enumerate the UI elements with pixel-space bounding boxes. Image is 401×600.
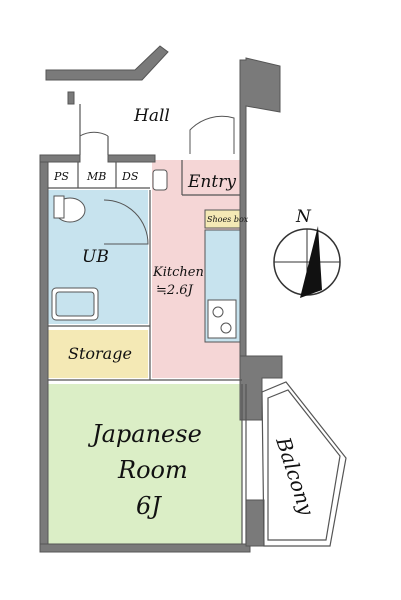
shaft-ps-label: PS	[53, 170, 69, 183]
balcony-rail	[267, 389, 341, 541]
ub-label: UB	[82, 247, 109, 267]
hall-top-wall	[45, 45, 169, 81]
japanese-room-floor	[48, 384, 242, 544]
compass-needle-icon	[300, 226, 322, 298]
hall-label: Hall	[133, 106, 170, 126]
column-left	[67, 91, 75, 105]
burner-1	[212, 306, 224, 318]
bath-door-swing	[103, 199, 149, 245]
hall-door-swing	[79, 131, 109, 137]
japanese-room-line3: 6J	[136, 492, 162, 520]
bathtub-inner	[55, 291, 95, 317]
entry-label: Entry	[187, 172, 236, 192]
stove	[207, 299, 237, 339]
shaft-mb-label: MB	[86, 170, 106, 183]
shoes-box-label: Shoes box	[207, 215, 249, 224]
entry-door-swing	[189, 115, 235, 154]
east-wall-upper	[239, 57, 281, 357]
balcony-label: Balcony	[271, 433, 319, 519]
burner-2	[220, 322, 232, 334]
toilet-tank	[53, 195, 65, 219]
kitchen-label: Kitchen	[152, 265, 204, 280]
japanese-room-line1: Japanese	[87, 420, 202, 448]
storage-floor	[48, 330, 148, 378]
bottom-wall	[39, 543, 251, 553]
top-wall	[39, 154, 81, 163]
east-wall-lower-block	[239, 355, 283, 421]
storage-label: Storage	[68, 344, 132, 363]
shaft-ds-label: DS	[121, 170, 139, 183]
compass-north-label: N	[295, 207, 312, 227]
west-wall	[39, 154, 49, 551]
top-wall-mid	[107, 154, 156, 163]
balcony-rail-post	[245, 499, 265, 547]
washbasin	[152, 169, 168, 191]
balcony-outline	[261, 381, 347, 547]
kitchen-size-label: ≒2.6J	[156, 283, 194, 298]
north-compass: N	[273, 207, 341, 298]
japanese-room-line2: Room	[117, 456, 188, 484]
